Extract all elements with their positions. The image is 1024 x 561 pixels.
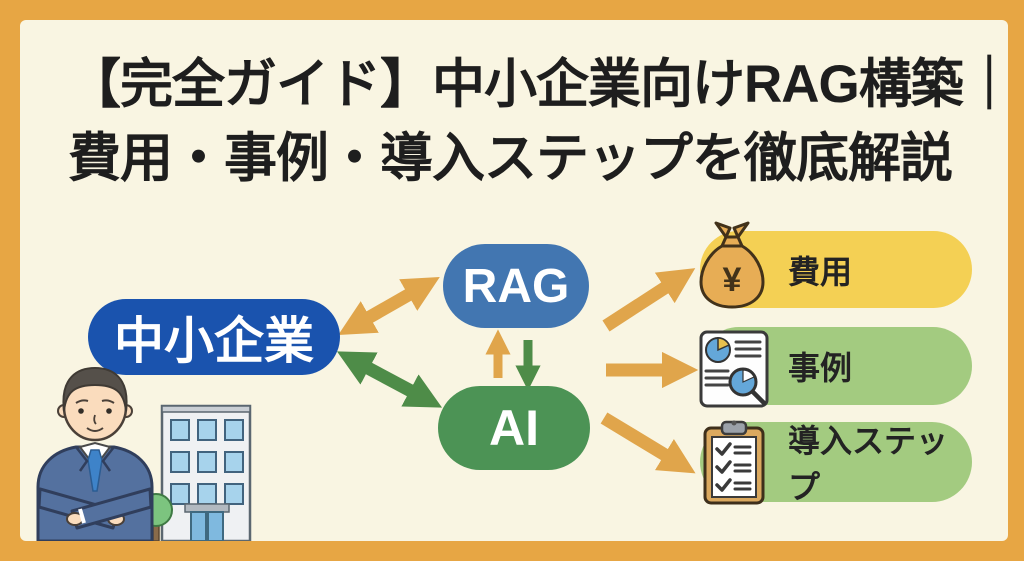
arrow-to-cost — [602, 268, 696, 332]
building-door — [190, 511, 207, 541]
building-canopy — [184, 503, 230, 513]
node-ai-label: AI — [489, 400, 539, 456]
building-door — [207, 511, 224, 541]
node-smb-label: 中小企業 — [114, 313, 314, 369]
arrow-smb-rag-bidirectional — [338, 276, 440, 336]
node-rag-pill: RAG — [443, 244, 589, 328]
node-rag-label: RAG — [462, 259, 570, 313]
businessman-crossed-arms — [37, 487, 153, 530]
checklist-rows — [715, 442, 752, 492]
building-windows — [170, 419, 244, 505]
office-building-illustration — [139, 404, 252, 541]
checklist-clipboard-icon — [703, 420, 765, 505]
arrow-to-steps — [600, 412, 696, 474]
outcome-cost-label: 費用 — [788, 253, 853, 290]
report-lines — [704, 340, 762, 387]
yen-symbol: ¥ — [723, 261, 742, 299]
money-bag-icon: ¥ — [699, 221, 765, 309]
report-pie-icon — [699, 330, 769, 408]
businessman-head — [57, 366, 133, 442]
title-line-2: 費用・事例・導入ステップを徹底解説 — [68, 129, 953, 188]
content-panel: 【完全ガイド】中小企業向けRAG構築｜ 費用・事例・導入ステップを徹底解説 — [20, 20, 1008, 541]
node-ai-pill: AI — [438, 386, 590, 470]
businessman-illustration — [36, 366, 154, 541]
arrow-smb-ai-bidirectional — [336, 351, 443, 408]
title-line-1: 【完全ガイド】中小企業向けRAG構築｜ — [68, 55, 1008, 114]
outcome-steps-label: 導入ステップ — [788, 423, 949, 505]
node-smb-pill: 中小企業 — [88, 299, 340, 375]
outcome-cases-label: 事例 — [788, 350, 853, 386]
page-title: 【完全ガイド】中小企業向けRAG構築｜ 費用・事例・導入ステップを徹底解説 — [68, 48, 1008, 196]
